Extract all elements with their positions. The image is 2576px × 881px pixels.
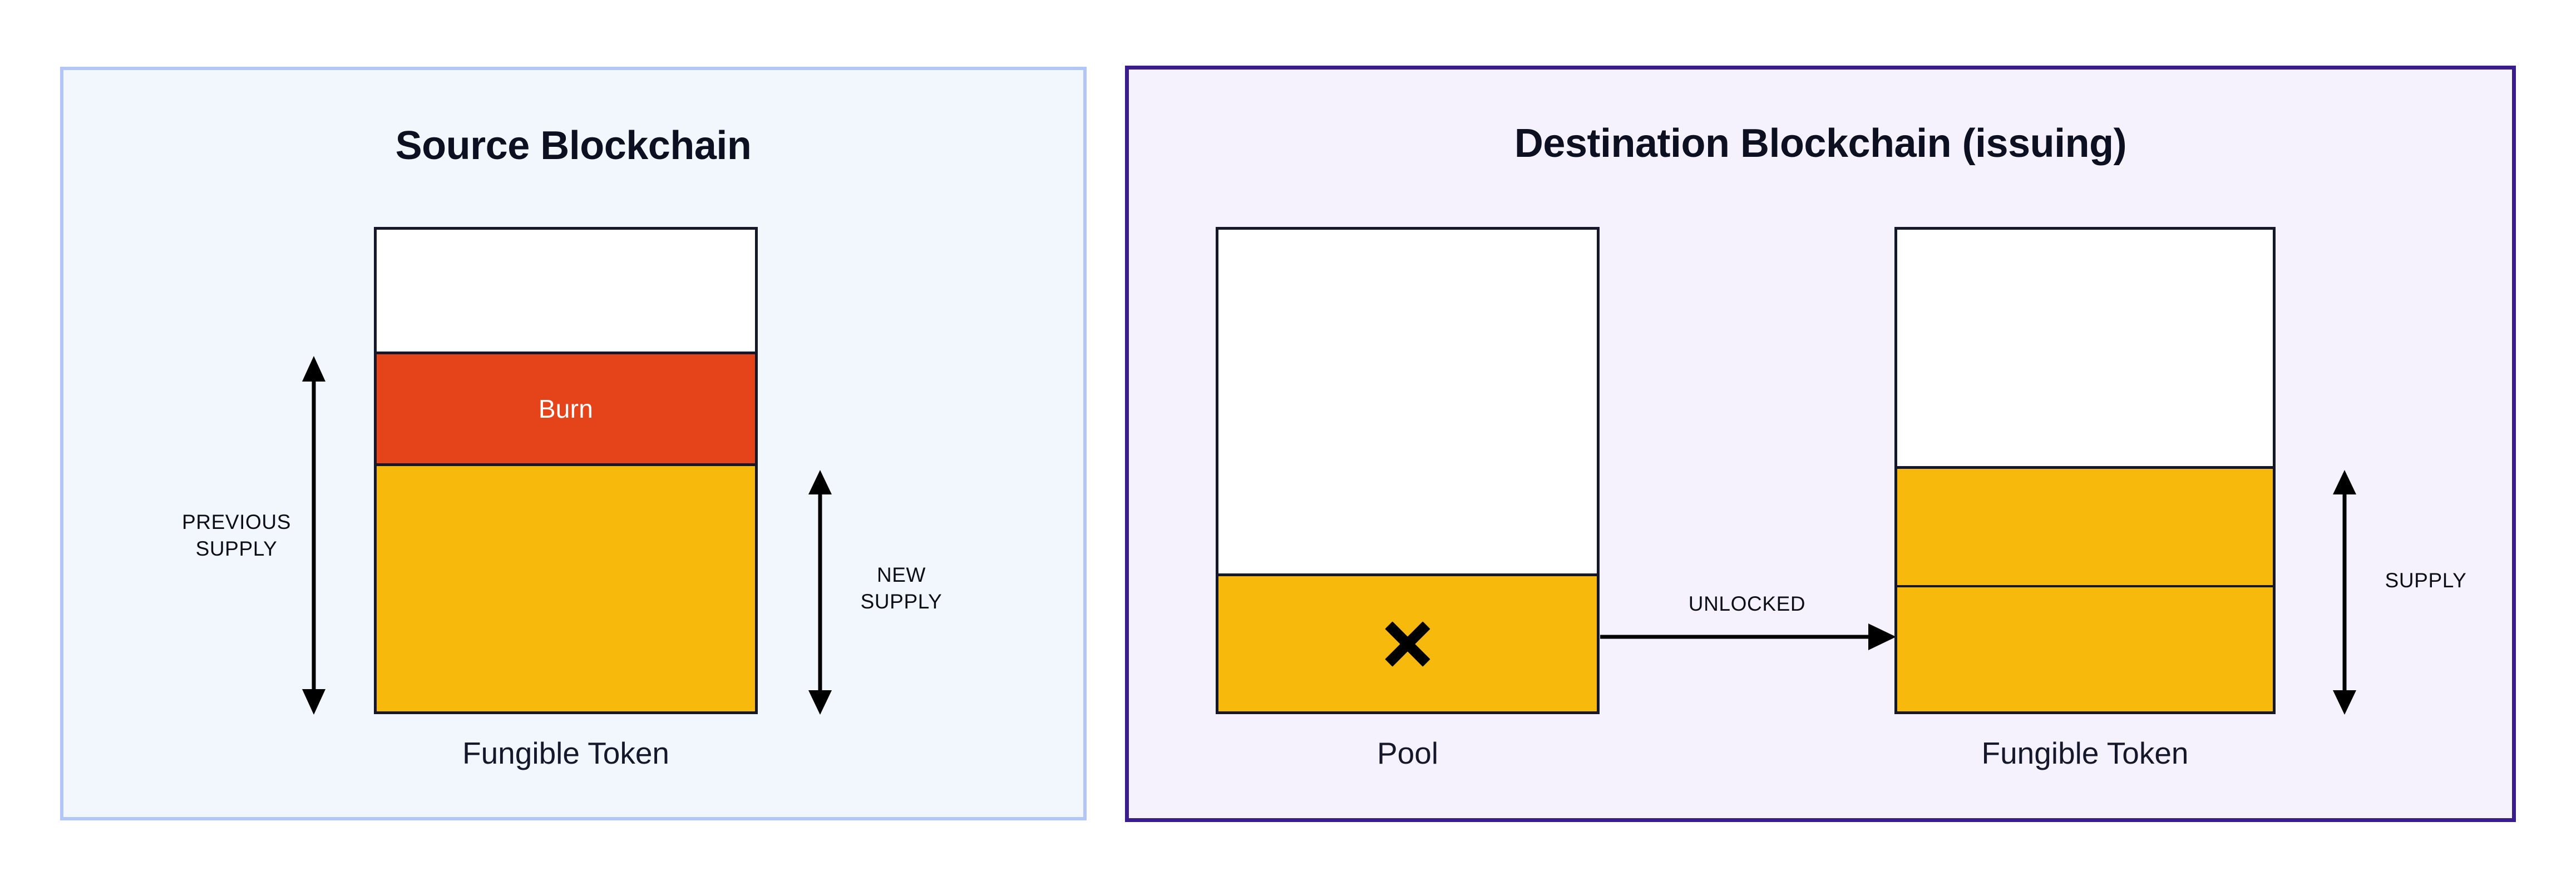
x-icon — [1384, 621, 1431, 667]
destination-panel-title: Destination Blockchain (issuing) — [1514, 121, 2127, 166]
source-bar-segment-burn: Burn — [377, 352, 755, 466]
source-bar-caption: Fungible Token — [462, 736, 670, 770]
previous-supply-measure-arrow — [300, 356, 327, 715]
pool-bar-caption: Pool — [1376, 736, 1439, 770]
source-bar-segment-remaining — [377, 466, 755, 711]
unlocked-flow-label: UNLOCKED — [1688, 592, 1806, 615]
destination-bar-caption: Fungible Token — [1981, 736, 2189, 770]
unlocked-flow-arrow — [1600, 623, 1896, 651]
destination-fungible-token-bar — [1894, 227, 2276, 714]
new-supply-label: NEW SUPPLY — [860, 563, 942, 613]
previous-supply-label: PREVIOUS SUPPLY — [181, 511, 291, 561]
new-supply-measure-arrow — [807, 470, 833, 715]
source-panel-title: Source Blockchain — [395, 123, 752, 168]
burn-label: Burn — [538, 394, 594, 423]
source-fungible-token-bar: Burn — [374, 227, 758, 714]
supply-measure-arrow — [2331, 470, 2358, 715]
destination-bar-segment-existing — [1897, 587, 2273, 711]
supply-label: SUPPLY — [2385, 569, 2467, 592]
destination-bar-segment-newly-issued — [1897, 466, 2273, 587]
pool-bar — [1216, 227, 1600, 714]
pool-bar-segment-locked — [1218, 573, 1597, 711]
